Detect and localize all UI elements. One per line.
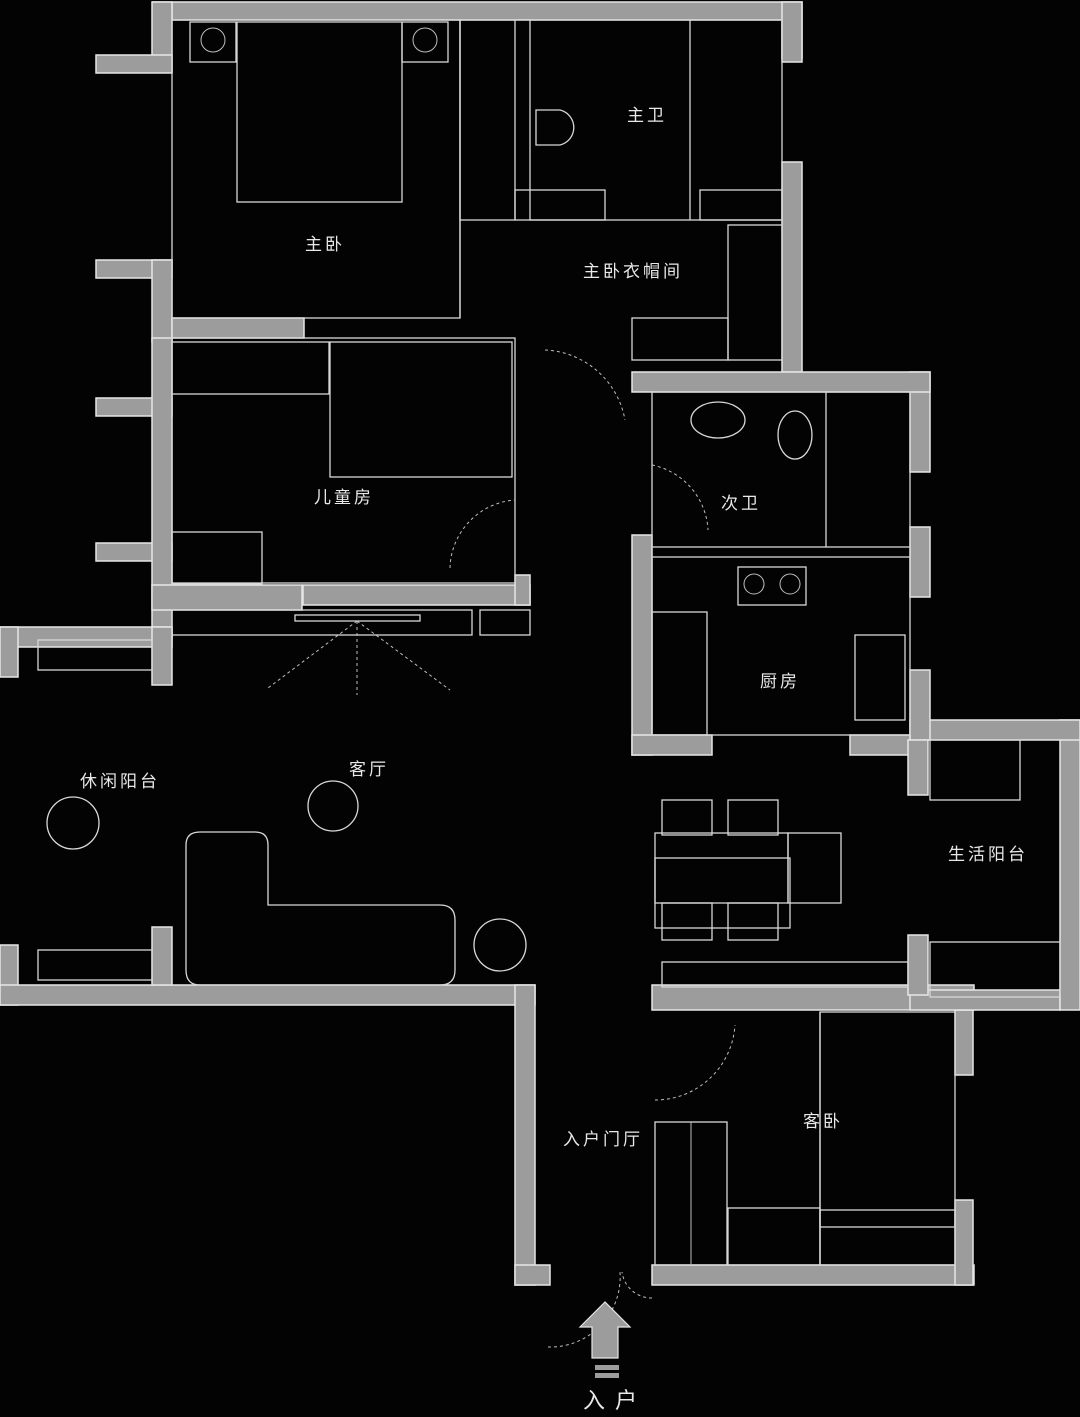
label-entry-hall: 入户门厅 — [563, 1130, 643, 1150]
up-arrow-icon — [578, 1301, 632, 1359]
label-leisure-balcony: 休闲阳台 — [80, 772, 160, 792]
label-master-bath: 主卫 — [627, 106, 667, 126]
label-kitchen: 厨房 — [760, 672, 800, 692]
walls — [0, 1, 1080, 1286]
label-service-balcony: 生活阳台 — [948, 845, 1028, 865]
label-entrance: 入户 — [583, 1389, 648, 1414]
interior-partitions — [37, 19, 1061, 1378]
label-master-bedroom: 主卧 — [305, 235, 345, 255]
label-second-bath: 次卫 — [721, 494, 761, 514]
label-guest-bedroom: 客卧 — [803, 1112, 843, 1132]
label-living-room: 客厅 — [349, 760, 389, 780]
label-kids-room: 儿童房 — [314, 488, 374, 508]
label-master-closet: 主卧衣帽间 — [583, 262, 683, 282]
